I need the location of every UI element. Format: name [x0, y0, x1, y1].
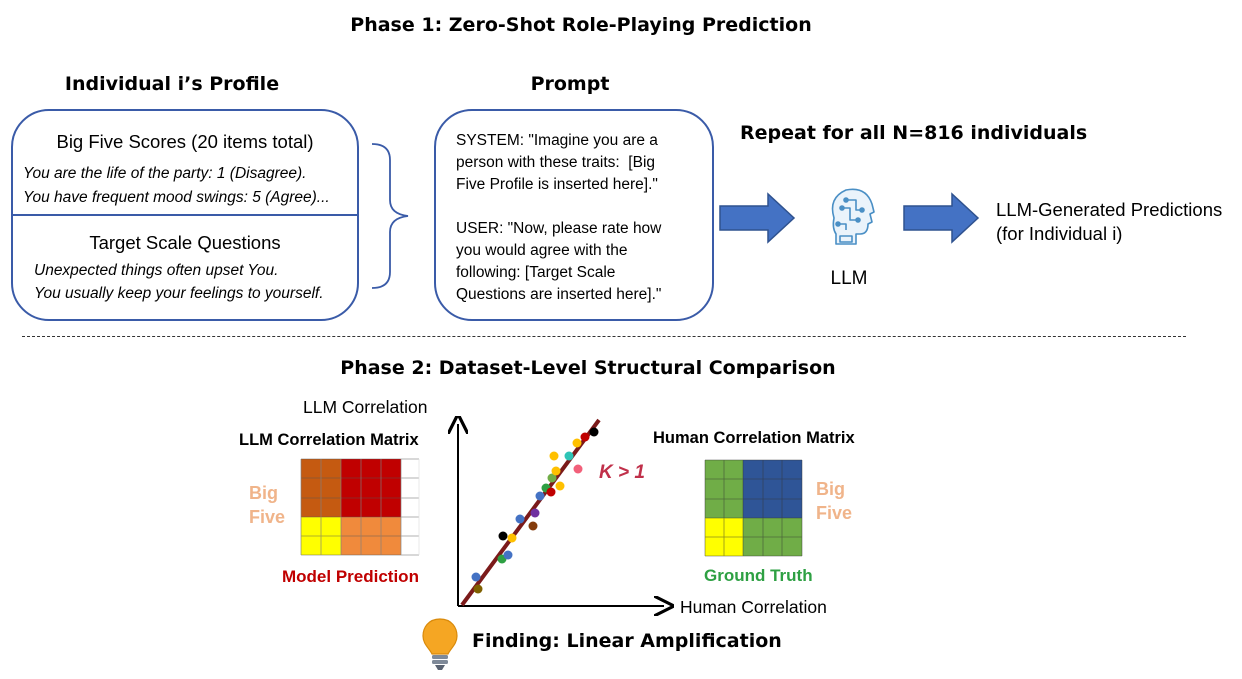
phase2-title: Phase 2: Dataset-Level Structural Compar…: [340, 357, 836, 379]
output-line: LLM-Generated Predictions: [996, 199, 1223, 220]
big-five-label-line: Big: [249, 483, 278, 503]
phase1-title: Phase 1: Zero-Shot Role-Playing Predicti…: [350, 14, 812, 36]
big-five-item: You are the life of the party: 1 (Disagr…: [23, 165, 307, 182]
big-five-item: You have frequent mood swings: 5 (Agree)…: [23, 189, 330, 206]
target-title: Target Scale Questions: [89, 232, 281, 253]
prompt-user-line: you would agree with the: [456, 242, 628, 259]
big-five-label-line: Five: [816, 503, 853, 523]
finding-text: Finding: Linear Amplification: [472, 630, 782, 652]
regression-line: [460, 418, 601, 607]
prompt-system-line: SYSTEM: "Imagine you are a: [456, 132, 658, 149]
lightbulb-icon: [422, 618, 458, 670]
output-line: (for Individual i): [996, 223, 1123, 244]
prompt-box: SYSTEM: "Imagine you are a person with t…: [434, 109, 714, 321]
robot-head-icon: [831, 188, 875, 245]
profile-box: Big Five Scores (20 items total) You are…: [11, 109, 359, 321]
phase-separator: [22, 336, 1186, 337]
y-axis-label: LLM Correlation: [303, 397, 428, 417]
model-prediction-label: Model Prediction: [282, 567, 419, 586]
big-five-label-line: Big: [816, 479, 845, 499]
big-five-label-line: Five: [249, 507, 286, 527]
llm-label: LLM: [830, 268, 868, 289]
llm-big-five-label: Big Five: [249, 481, 285, 529]
human-big-five-label: Big Five: [816, 477, 852, 525]
k-label: K > 1: [599, 462, 645, 483]
human-correlation-matrix: [704, 459, 803, 557]
profile-divider: [13, 214, 357, 216]
prompt-user-line: USER: "Now, please rate how: [456, 220, 662, 237]
scatter-points: [471, 427, 599, 594]
prompt-system-line: person with these traits: [Big: [456, 154, 656, 171]
ground-truth-label: Ground Truth: [704, 566, 813, 585]
prompt-user-line: following: [Target Scale: [456, 264, 616, 281]
arrow-to-llm: [719, 192, 796, 244]
target-item: You usually keep your feelings to yourse…: [34, 285, 324, 302]
scatter-plot: [440, 416, 680, 616]
llm-matrix-title: LLM Correlation Matrix: [239, 431, 419, 449]
big-five-title: Big Five Scores (20 items total): [56, 131, 314, 152]
x-axis-label: Human Correlation: [680, 597, 827, 617]
human-matrix-title: Human Correlation Matrix: [653, 429, 855, 447]
arrow-to-output: [903, 192, 980, 244]
curly-brace: [371, 143, 409, 289]
prompt-system-line: Five Profile is inserted here].": [456, 176, 658, 193]
profile-heading: Individual i’s Profile: [64, 73, 280, 95]
llm-correlation-matrix: [300, 458, 420, 556]
prompt-user-line: Questions are inserted here].": [456, 286, 662, 303]
repeat-text: Repeat for all N=816 individuals: [740, 122, 1088, 144]
prompt-heading: Prompt: [530, 73, 610, 95]
target-item: Unexpected things often upset You.: [34, 262, 279, 279]
